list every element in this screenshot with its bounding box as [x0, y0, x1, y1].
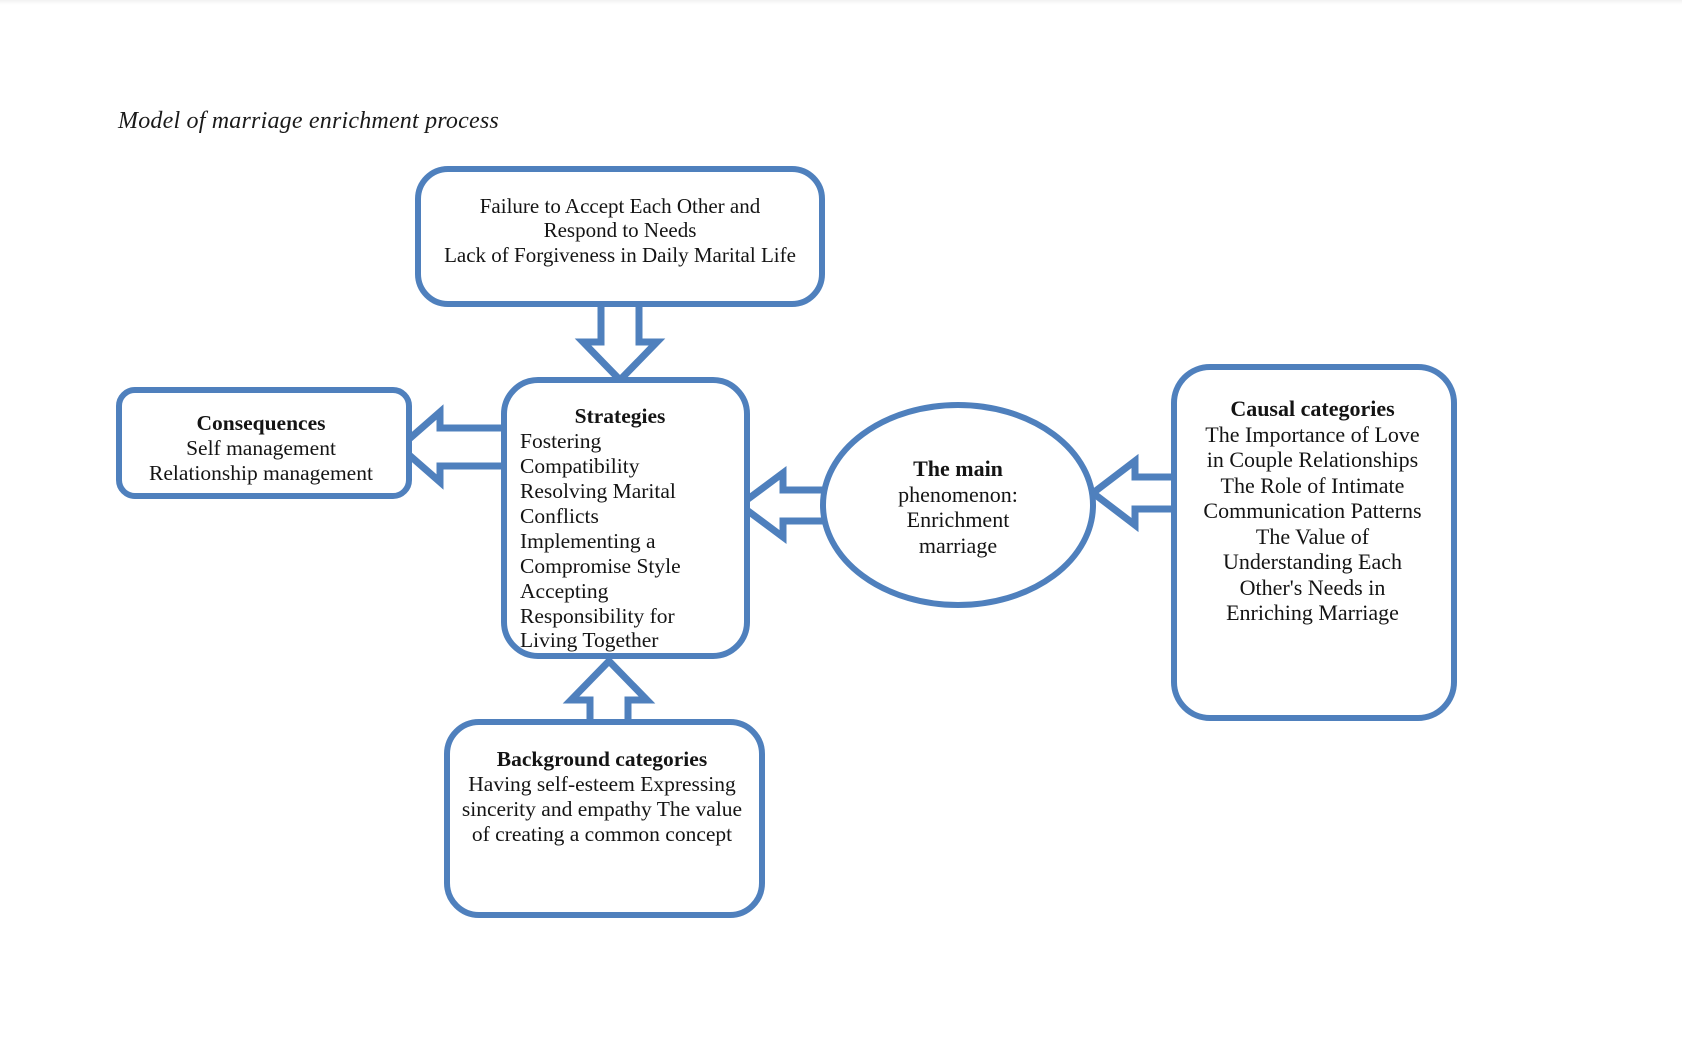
- causal-line-2: The Role of Intimate Communication Patte…: [1203, 472, 1422, 524]
- causal-box-shape[interactable]: [1171, 364, 1457, 721]
- top-box-line-1: Failure to Accept Each Other and: [479, 194, 761, 218]
- phenomenon-ellipse-shape[interactable]: [820, 402, 1096, 608]
- causal-box-text: Causal categories The Importance of Love…: [1196, 396, 1429, 626]
- arrow-top-to-strategies: [574, 291, 666, 386]
- background-box-shape[interactable]: [444, 719, 765, 918]
- strategies-line-4: Accepting Responsibility for Living Toge…: [520, 578, 675, 653]
- arrow-strategies-to-consequences: [394, 404, 509, 490]
- top-box-line-2: Respond to Needs: [543, 218, 697, 243]
- causal-title: Causal categories: [1230, 396, 1395, 421]
- phenomenon-line-2: Enrichment: [906, 507, 1010, 533]
- phenomenon-title: The main: [913, 456, 1003, 481]
- consequences-box-shape[interactable]: [116, 387, 412, 499]
- strategies-title: Strategies: [574, 404, 666, 428]
- consequences-line-1: Self management: [186, 435, 336, 460]
- phenomenon-text: The main phenomenon: Enrichment marriage: [868, 456, 1048, 558]
- figure-caption: Model of marriage enrichment process: [118, 108, 499, 134]
- causal-line-3: The Value of Understanding Each Other's …: [1223, 523, 1402, 626]
- strategies-line-3: Implementing a Compromise Style: [520, 528, 681, 578]
- background-line-1: Having self-esteem: [468, 771, 635, 796]
- strategies-line-2: Resolving Marital Conflicts: [520, 478, 676, 528]
- strategies-line-1: Fostering Compatibility: [520, 428, 640, 478]
- page-top-edge: [0, 0, 1682, 5]
- top-box-line-3: Lack of Forgiveness in Daily Marital Lif…: [444, 242, 796, 267]
- consequences-title: Consequences: [196, 411, 326, 435]
- background-line-3: The value of creating a common concept: [471, 796, 743, 846]
- background-line-2: Expressing sincerity and empathy: [461, 771, 736, 821]
- consequences-line-2: Relationship management: [149, 460, 373, 485]
- top-box-shape[interactable]: [415, 166, 825, 307]
- phenomenon-line-3: marriage: [918, 532, 998, 558]
- phenomenon-line-1: phenomenon:: [898, 481, 1018, 507]
- consequences-box-text: Consequences Self management Relationshi…: [130, 411, 392, 486]
- background-title: Background categories: [496, 747, 708, 771]
- top-box-text: Failure to Accept Each Other and Respond…: [425, 194, 815, 267]
- strategies-box-text: Strategies Fostering Compatibility Resol…: [520, 404, 720, 653]
- background-box-text: Background categories Having self-esteem…: [458, 747, 746, 847]
- strategies-box-shape[interactable]: [501, 377, 750, 659]
- causal-line-1: The Importance of Love in Couple Relatio…: [1205, 421, 1420, 473]
